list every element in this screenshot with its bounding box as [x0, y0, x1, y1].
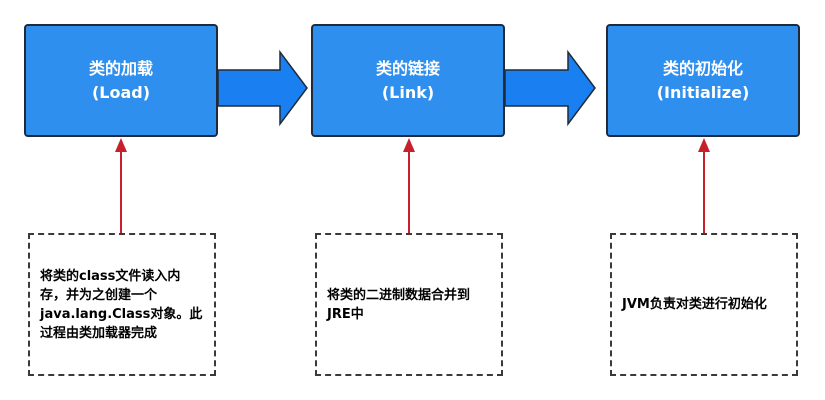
stage-initialize-subtitle: (Initialize) — [656, 82, 750, 102]
stage-load-box: 类的加载 (Load) — [24, 24, 218, 137]
note-load: 将类的class文件读入内存，并为之创建一个java.lang.Class对象。… — [28, 233, 216, 376]
pointer-arrowhead-load — [115, 138, 127, 152]
stage-link-subtitle: (Link) — [381, 82, 435, 102]
note-load-text: 将类的class文件读入内存，并为之创建一个java.lang.Class对象。… — [40, 268, 203, 341]
note-link-text: 将类的二进制数据合并到JRE中 — [327, 287, 471, 322]
flow-arrow-load-to-link — [217, 49, 308, 127]
stage-load-title: 类的加载 — [88, 58, 153, 78]
note-initialize: JVM负责对类进行初始化 — [610, 233, 798, 376]
stage-initialize-title: 类的初始化 — [662, 58, 743, 78]
note-link: 将类的二进制数据合并到JRE中 — [315, 233, 503, 376]
stage-load-subtitle: (Load) — [91, 82, 151, 102]
note-initialize-text: JVM负责对类进行初始化 — [622, 297, 767, 312]
pointer-arrowhead-initialize — [698, 138, 710, 152]
stage-link-title: 类的链接 — [375, 58, 440, 78]
stage-link-box: 类的链接 (Link) — [311, 24, 505, 137]
pointer-arrowhead-link — [403, 138, 415, 152]
flow-arrow-link-to-initialize — [504, 49, 596, 127]
stage-initialize-box: 类的初始化 (Initialize) — [606, 24, 800, 137]
